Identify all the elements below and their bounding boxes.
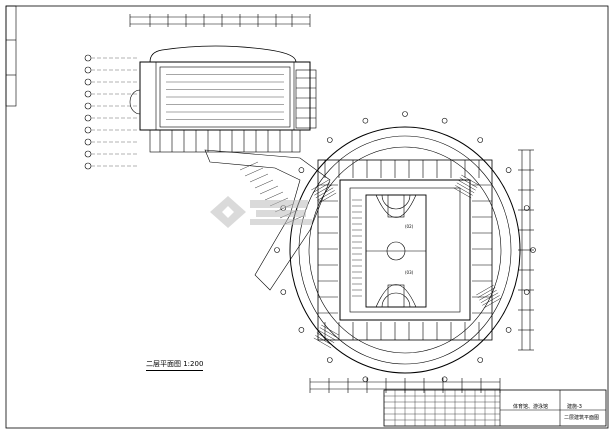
axis-bubble bbox=[84, 162, 92, 170]
seating-block-row bbox=[480, 292, 499, 303]
axis-bubble bbox=[274, 247, 280, 253]
axis-bubble bbox=[84, 138, 92, 146]
seating-block-row bbox=[313, 337, 332, 349]
axis-bubble bbox=[84, 126, 92, 134]
stair-tread bbox=[259, 185, 279, 195]
axis-bubble bbox=[477, 137, 484, 143]
seating-block-row bbox=[321, 324, 339, 336]
axis-bubble bbox=[523, 289, 530, 295]
stair-tread bbox=[264, 191, 284, 201]
axis-bubble bbox=[84, 150, 92, 158]
seating-block-row bbox=[312, 182, 331, 193]
title-block bbox=[383, 389, 607, 427]
seating-block-row bbox=[315, 335, 333, 346]
sheet-border bbox=[5, 5, 609, 429]
gymnasium-building bbox=[274, 111, 536, 383]
axis-bubble bbox=[84, 90, 92, 98]
axis-bubble bbox=[326, 357, 333, 363]
seating-block-row bbox=[483, 297, 502, 309]
court-label-upper: (02) bbox=[405, 224, 414, 229]
left-axis-bubbles bbox=[84, 54, 138, 170]
axis-bubble bbox=[362, 117, 369, 124]
seating-block-row bbox=[477, 287, 496, 298]
seating-block-row bbox=[458, 180, 476, 191]
seating-block-row bbox=[318, 330, 336, 341]
seating-block-row bbox=[314, 185, 332, 196]
seating-block-row bbox=[476, 284, 494, 296]
seating-block-row bbox=[455, 185, 473, 196]
axis-bubble bbox=[84, 114, 92, 122]
title-block-sheet-no: 建施-3 bbox=[567, 404, 582, 410]
seating-block-row bbox=[453, 187, 472, 199]
axis-bubble bbox=[326, 137, 333, 143]
axis-bubble bbox=[280, 289, 287, 295]
axis-bubble bbox=[477, 357, 484, 363]
seating-block-row bbox=[315, 187, 334, 198]
axis-bubble bbox=[298, 327, 305, 333]
right-dimension-chain bbox=[518, 149, 534, 351]
court-label-lower: (03) bbox=[405, 270, 414, 275]
stair-tread bbox=[254, 179, 274, 189]
axis-bubble bbox=[298, 167, 305, 173]
axis-bubble bbox=[84, 78, 92, 86]
axis-bubble bbox=[505, 167, 512, 173]
axis-bubble bbox=[505, 327, 512, 333]
seating-block-row bbox=[456, 182, 475, 193]
stair-tread bbox=[239, 161, 259, 171]
axis-bubble bbox=[84, 54, 92, 62]
seating-block-row bbox=[317, 190, 335, 201]
seating-block-row bbox=[479, 290, 497, 301]
seating-block-row bbox=[319, 327, 338, 338]
seating-block-row bbox=[318, 192, 337, 204]
watermark-logo-icon bbox=[210, 196, 312, 228]
seating-block-row bbox=[461, 174, 479, 186]
top-dimension-chain bbox=[129, 14, 311, 27]
seating-block-row bbox=[459, 177, 478, 188]
title-block-project: 体育馆、游泳馆 bbox=[513, 404, 549, 410]
title-block-sheet-name: 二层建筑平面图 bbox=[564, 415, 600, 421]
stair-tread bbox=[249, 173, 269, 183]
stair-tread bbox=[244, 167, 264, 177]
axis-bubble bbox=[84, 66, 92, 74]
axis-bubble bbox=[402, 111, 408, 117]
seating-block-row bbox=[482, 295, 500, 306]
axis-bubble bbox=[523, 205, 530, 211]
plan-title: 二层平面图 1:200 bbox=[146, 359, 204, 371]
binding-strip bbox=[5, 5, 17, 107]
bottom-dimension-chain bbox=[309, 378, 501, 393]
axis-bubble bbox=[441, 117, 448, 124]
axis-bubble bbox=[84, 102, 92, 110]
seating-block-row bbox=[316, 332, 335, 343]
natatorium-building bbox=[129, 45, 317, 153]
